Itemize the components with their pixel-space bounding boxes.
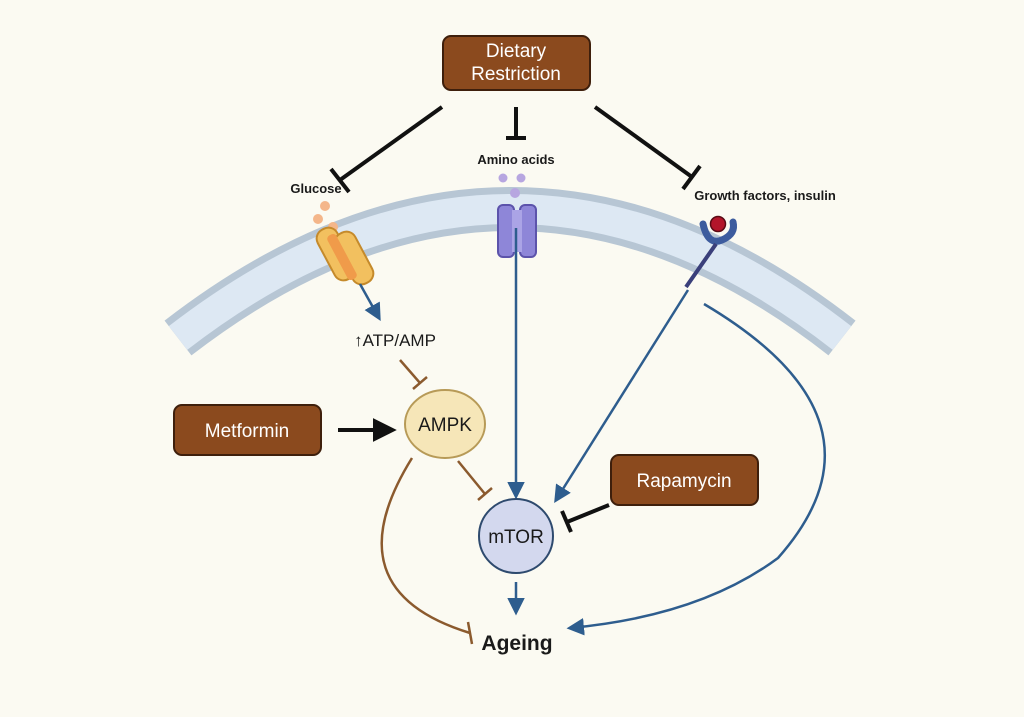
growth-factors-to-ageing-arrow: [566, 302, 826, 636]
dr-inhibition-lines: [329, 105, 702, 194]
dr-inhibits-growth-factors-bar: [681, 164, 702, 191]
ampk-inhibits-mtor: [457, 460, 493, 501]
growth-factors-label: Growth factors, insulin: [694, 188, 836, 203]
atp-amp-inhibits-ampk: [399, 359, 428, 390]
insulin-receptor-icon: [684, 215, 737, 289]
dietary-restriction-box: Dietary Restriction: [442, 35, 591, 91]
rapamycin-label: Rapamycin: [636, 471, 731, 492]
metformin-label: Metformin: [205, 421, 289, 442]
glucose-label: Glucose: [290, 181, 341, 196]
dr-inhibits-glucose-bar: [329, 167, 351, 194]
dietary-restriction-label-line1: Dietary: [486, 41, 547, 62]
metformin-box: Metformin: [173, 404, 322, 456]
atp-amp-up-arrow: ↑: [354, 331, 363, 350]
dietary-restriction-label-line2: Restriction: [471, 64, 561, 85]
glucose-transporter-icon: [315, 226, 375, 286]
amino-acid-molecules-icon: [498, 173, 526, 198]
rapamycin-inhibits-mtor: [560, 503, 610, 533]
ampk-label: AMPK: [418, 415, 472, 436]
ampk-inhibits-ageing: [380, 457, 474, 645]
ageing-label: Ageing: [481, 632, 552, 655]
mtor-node: mTOR: [478, 498, 554, 574]
atp-amp-text: ATP/AMP: [363, 331, 436, 350]
dr-inhibits-glucose-line: [338, 105, 444, 182]
glucose-to-atp-arrow: [358, 283, 381, 322]
dr-inhibits-growth-factors-line: [593, 105, 694, 179]
amino-acids-label: Amino acids: [477, 152, 554, 167]
atp-amp-label: ↑ATP/AMP: [354, 331, 436, 350]
growth-factors-to-mtor-arrow: [554, 289, 690, 503]
mtor-label: mTOR: [488, 527, 544, 548]
rapamycin-box: Rapamycin: [610, 454, 759, 506]
ampk-node: AMPK: [404, 389, 486, 459]
